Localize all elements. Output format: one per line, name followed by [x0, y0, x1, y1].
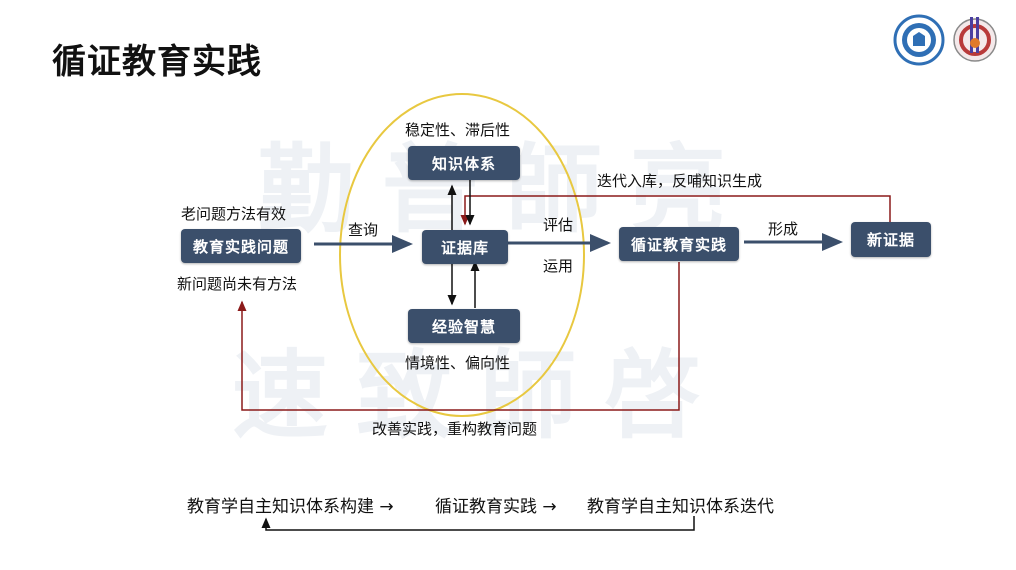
label-improve: 改善实践，重构教育问题 — [372, 420, 538, 438]
label-apply: 运用 — [543, 257, 574, 275]
university-seal-icon — [893, 14, 945, 66]
node-new-evidence: 新证据 — [851, 222, 931, 257]
label-stability: 稳定性、滞后性 — [405, 121, 511, 139]
label-query: 查询 — [348, 221, 379, 239]
node-ebe-practice: 循证教育实践 — [619, 227, 739, 261]
arrow-improve — [237, 262, 680, 411]
bottom-step-2: 循证教育实践 → — [435, 497, 557, 517]
label-form: 形成 — [768, 220, 799, 238]
arrow-iterate — [460, 195, 891, 226]
institute-emblem-icon — [953, 17, 997, 62]
node-evidence-base: 证据库 — [422, 230, 508, 264]
node-knowledge-system: 知识体系 — [408, 146, 520, 180]
label-situational: 情境性、偏向性 — [405, 354, 511, 372]
label-old-problem: 老问题方法有效 — [181, 205, 287, 223]
bottom-step-3: 教育学自主知识体系迭代 — [587, 497, 774, 517]
page-title: 循证教育实践 — [52, 42, 262, 82]
label-evaluate: 评估 — [543, 216, 574, 234]
node-experience-wisdom: 经验智慧 — [408, 309, 520, 343]
bottom-step-1: 教育学自主知识体系构建 → — [187, 497, 394, 517]
label-new-problem: 新问题尚未有方法 — [177, 275, 298, 293]
watermark-bottom: 速致師啓 — [232, 339, 728, 452]
node-practice-problem: 教育实践问题 — [181, 229, 301, 263]
label-iterate: 迭代入库，反哺知识生成 — [597, 172, 763, 190]
bottom-loop-arrow — [261, 516, 695, 531]
evidence-ellipse — [339, 93, 585, 417]
